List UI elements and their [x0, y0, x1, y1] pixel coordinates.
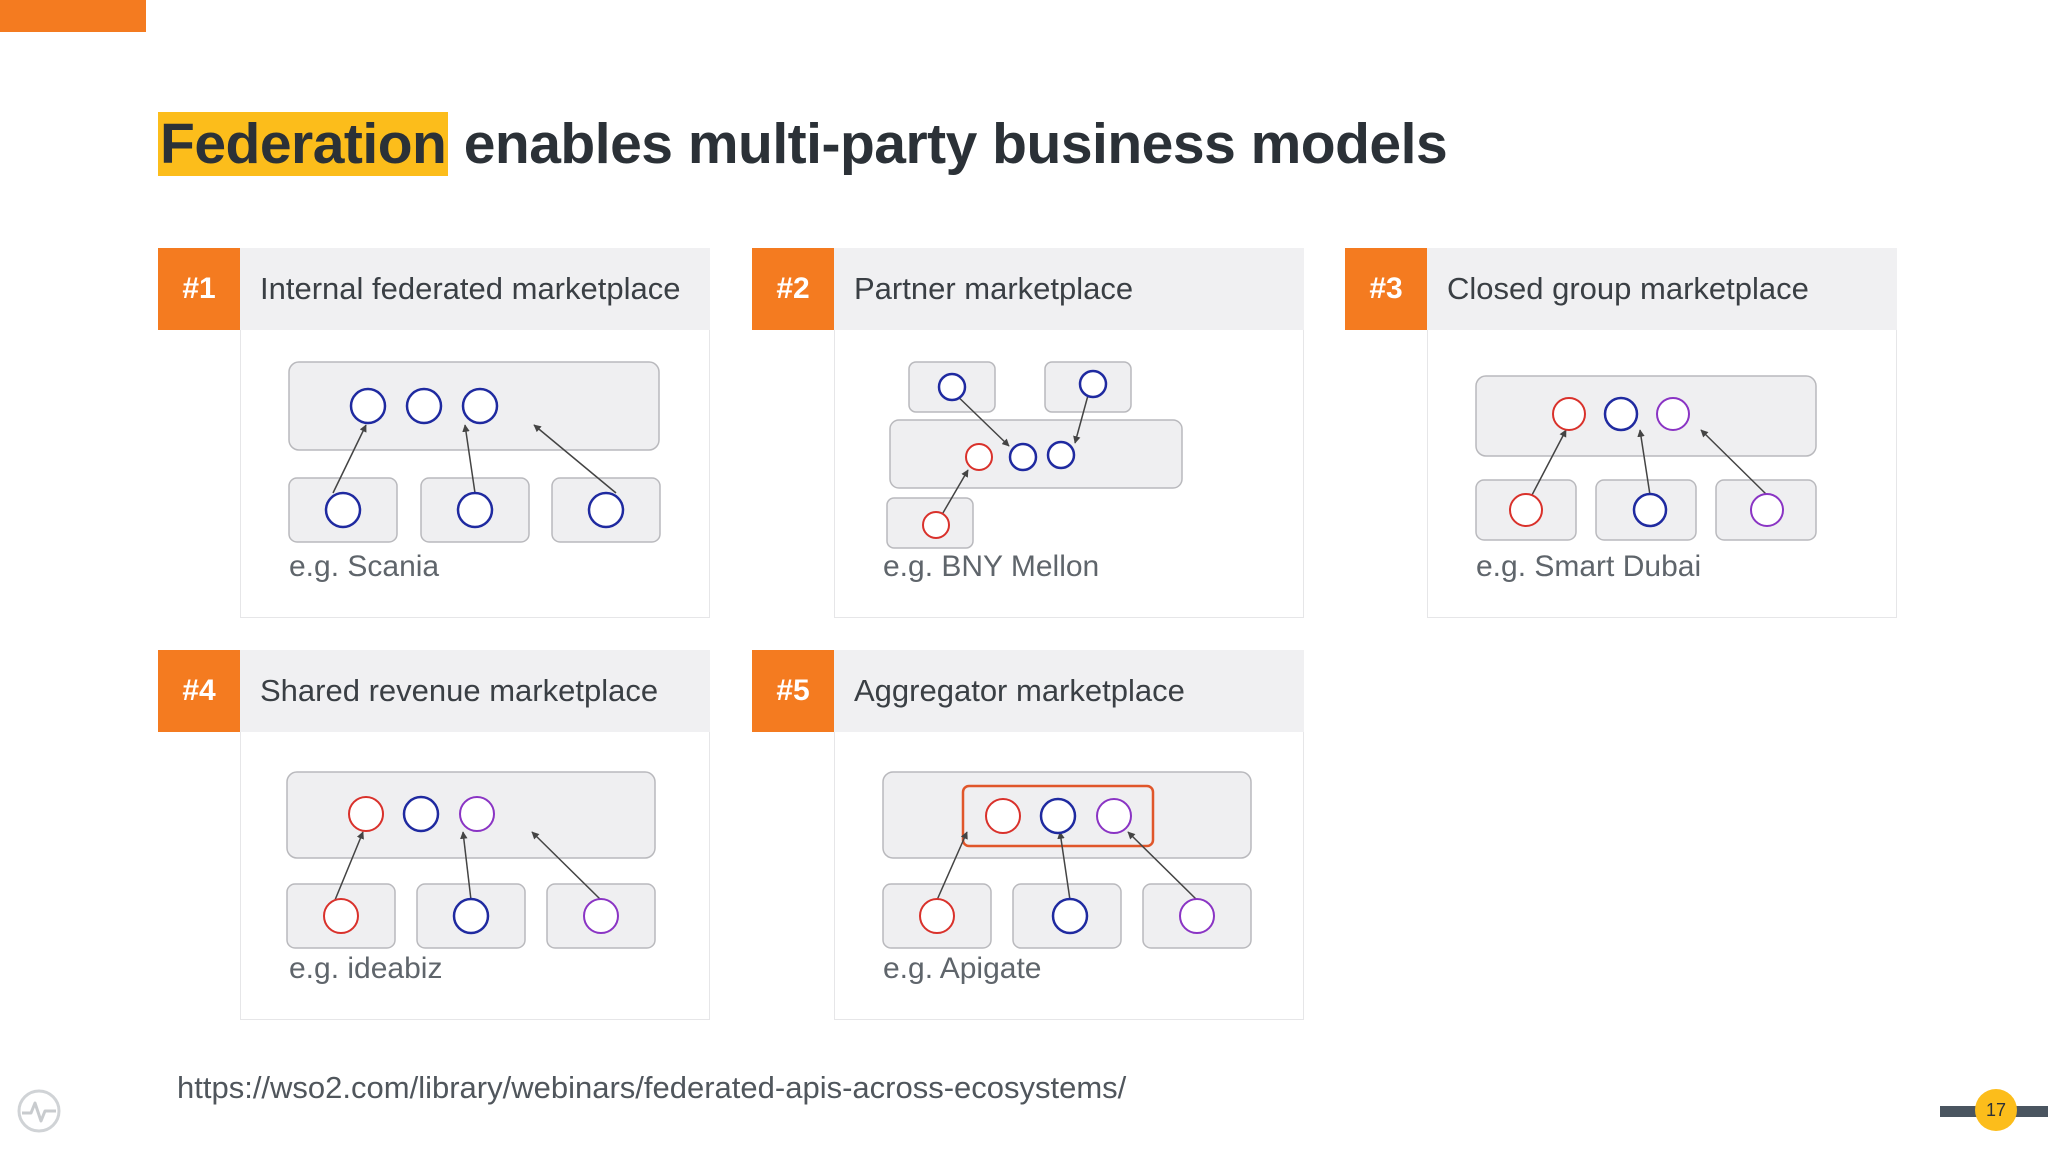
api-node [1552, 397, 1586, 431]
card-closed-group: #3 Closed group marketplace e.g. Smart D… [1345, 248, 1897, 618]
card-body: e.g. Smart Dubai [1427, 330, 1897, 618]
diagram-shared-revenue [286, 771, 656, 949]
source-link[interactable]: https://wso2.com/library/webinars/federa… [177, 1070, 1127, 1105]
slide-title: Federation enables multi-party business … [158, 108, 1448, 180]
card-number: #4 [158, 650, 240, 732]
api-node [1603, 396, 1639, 432]
card-body: e.g. BNY Mellon [834, 330, 1304, 618]
card-example: e.g. Scania [289, 550, 440, 583]
api-node [1750, 493, 1784, 527]
api-node [402, 795, 440, 833]
card-body: e.g. Apigate [834, 732, 1304, 1020]
card-example: e.g. ideabiz [289, 952, 443, 985]
title-rest: enables multi-party business models [448, 112, 1448, 176]
card-heading: Internal federated marketplace [240, 248, 710, 330]
api-node [1051, 897, 1089, 935]
card-shared-revenue: #4 Shared revenue marketplace e.g. ideab… [158, 650, 710, 1020]
title-highlight: Federation [158, 112, 449, 176]
brand-logo-icon [16, 1088, 62, 1139]
api-node [1096, 798, 1132, 834]
aggregator-frame [961, 784, 1155, 848]
card-internal-federated: #1 Internal federated marketplace e.g. S… [158, 248, 710, 618]
diagram-closed-group [1475, 375, 1817, 541]
api-node [1078, 369, 1108, 399]
api-node [456, 491, 494, 529]
diagram-partner [886, 361, 1183, 549]
api-node [459, 796, 495, 832]
api-node [937, 372, 967, 402]
api-node [1509, 493, 1543, 527]
top-accent-bar [0, 0, 146, 32]
api-node [1179, 898, 1215, 934]
diagram-internal-federated [288, 361, 661, 543]
api-node [348, 796, 384, 832]
card-aggregator: #5 Aggregator marketplace e.g. Apigate [752, 650, 1304, 1020]
api-node [922, 511, 950, 539]
card-example: e.g. BNY Mellon [883, 550, 1100, 583]
api-node [1008, 442, 1038, 472]
card-number: #1 [158, 248, 240, 330]
api-node [1039, 797, 1077, 835]
api-node [452, 897, 490, 935]
platform-box [1475, 375, 1817, 457]
api-node [1046, 440, 1076, 470]
api-node [1656, 397, 1690, 431]
card-heading: Closed group marketplace [1427, 248, 1897, 330]
api-node [349, 387, 387, 425]
api-node [583, 898, 619, 934]
api-node [461, 387, 499, 425]
card-body: e.g. Scania [240, 330, 710, 618]
api-node [965, 443, 993, 471]
card-number: #2 [752, 248, 834, 330]
api-node [323, 898, 359, 934]
card-heading: Shared revenue marketplace [240, 650, 710, 732]
card-number: #3 [1345, 248, 1427, 330]
api-node [587, 491, 625, 529]
card-number: #5 [752, 650, 834, 732]
diagram-aggregator [882, 771, 1252, 949]
api-node [405, 387, 443, 425]
page-number: 17 [1975, 1089, 2017, 1131]
api-node [1632, 492, 1668, 528]
card-heading: Aggregator marketplace [834, 650, 1304, 732]
card-example: e.g. Apigate [883, 952, 1042, 985]
card-heading: Partner marketplace [834, 248, 1304, 330]
card-example: e.g. Smart Dubai [1476, 550, 1702, 583]
card-partner: #2 Partner marketplace e.g. BNY Mellon [752, 248, 1304, 618]
api-node [324, 491, 362, 529]
card-body: e.g. ideabiz [240, 732, 710, 1020]
api-node [919, 898, 955, 934]
api-node [985, 798, 1021, 834]
